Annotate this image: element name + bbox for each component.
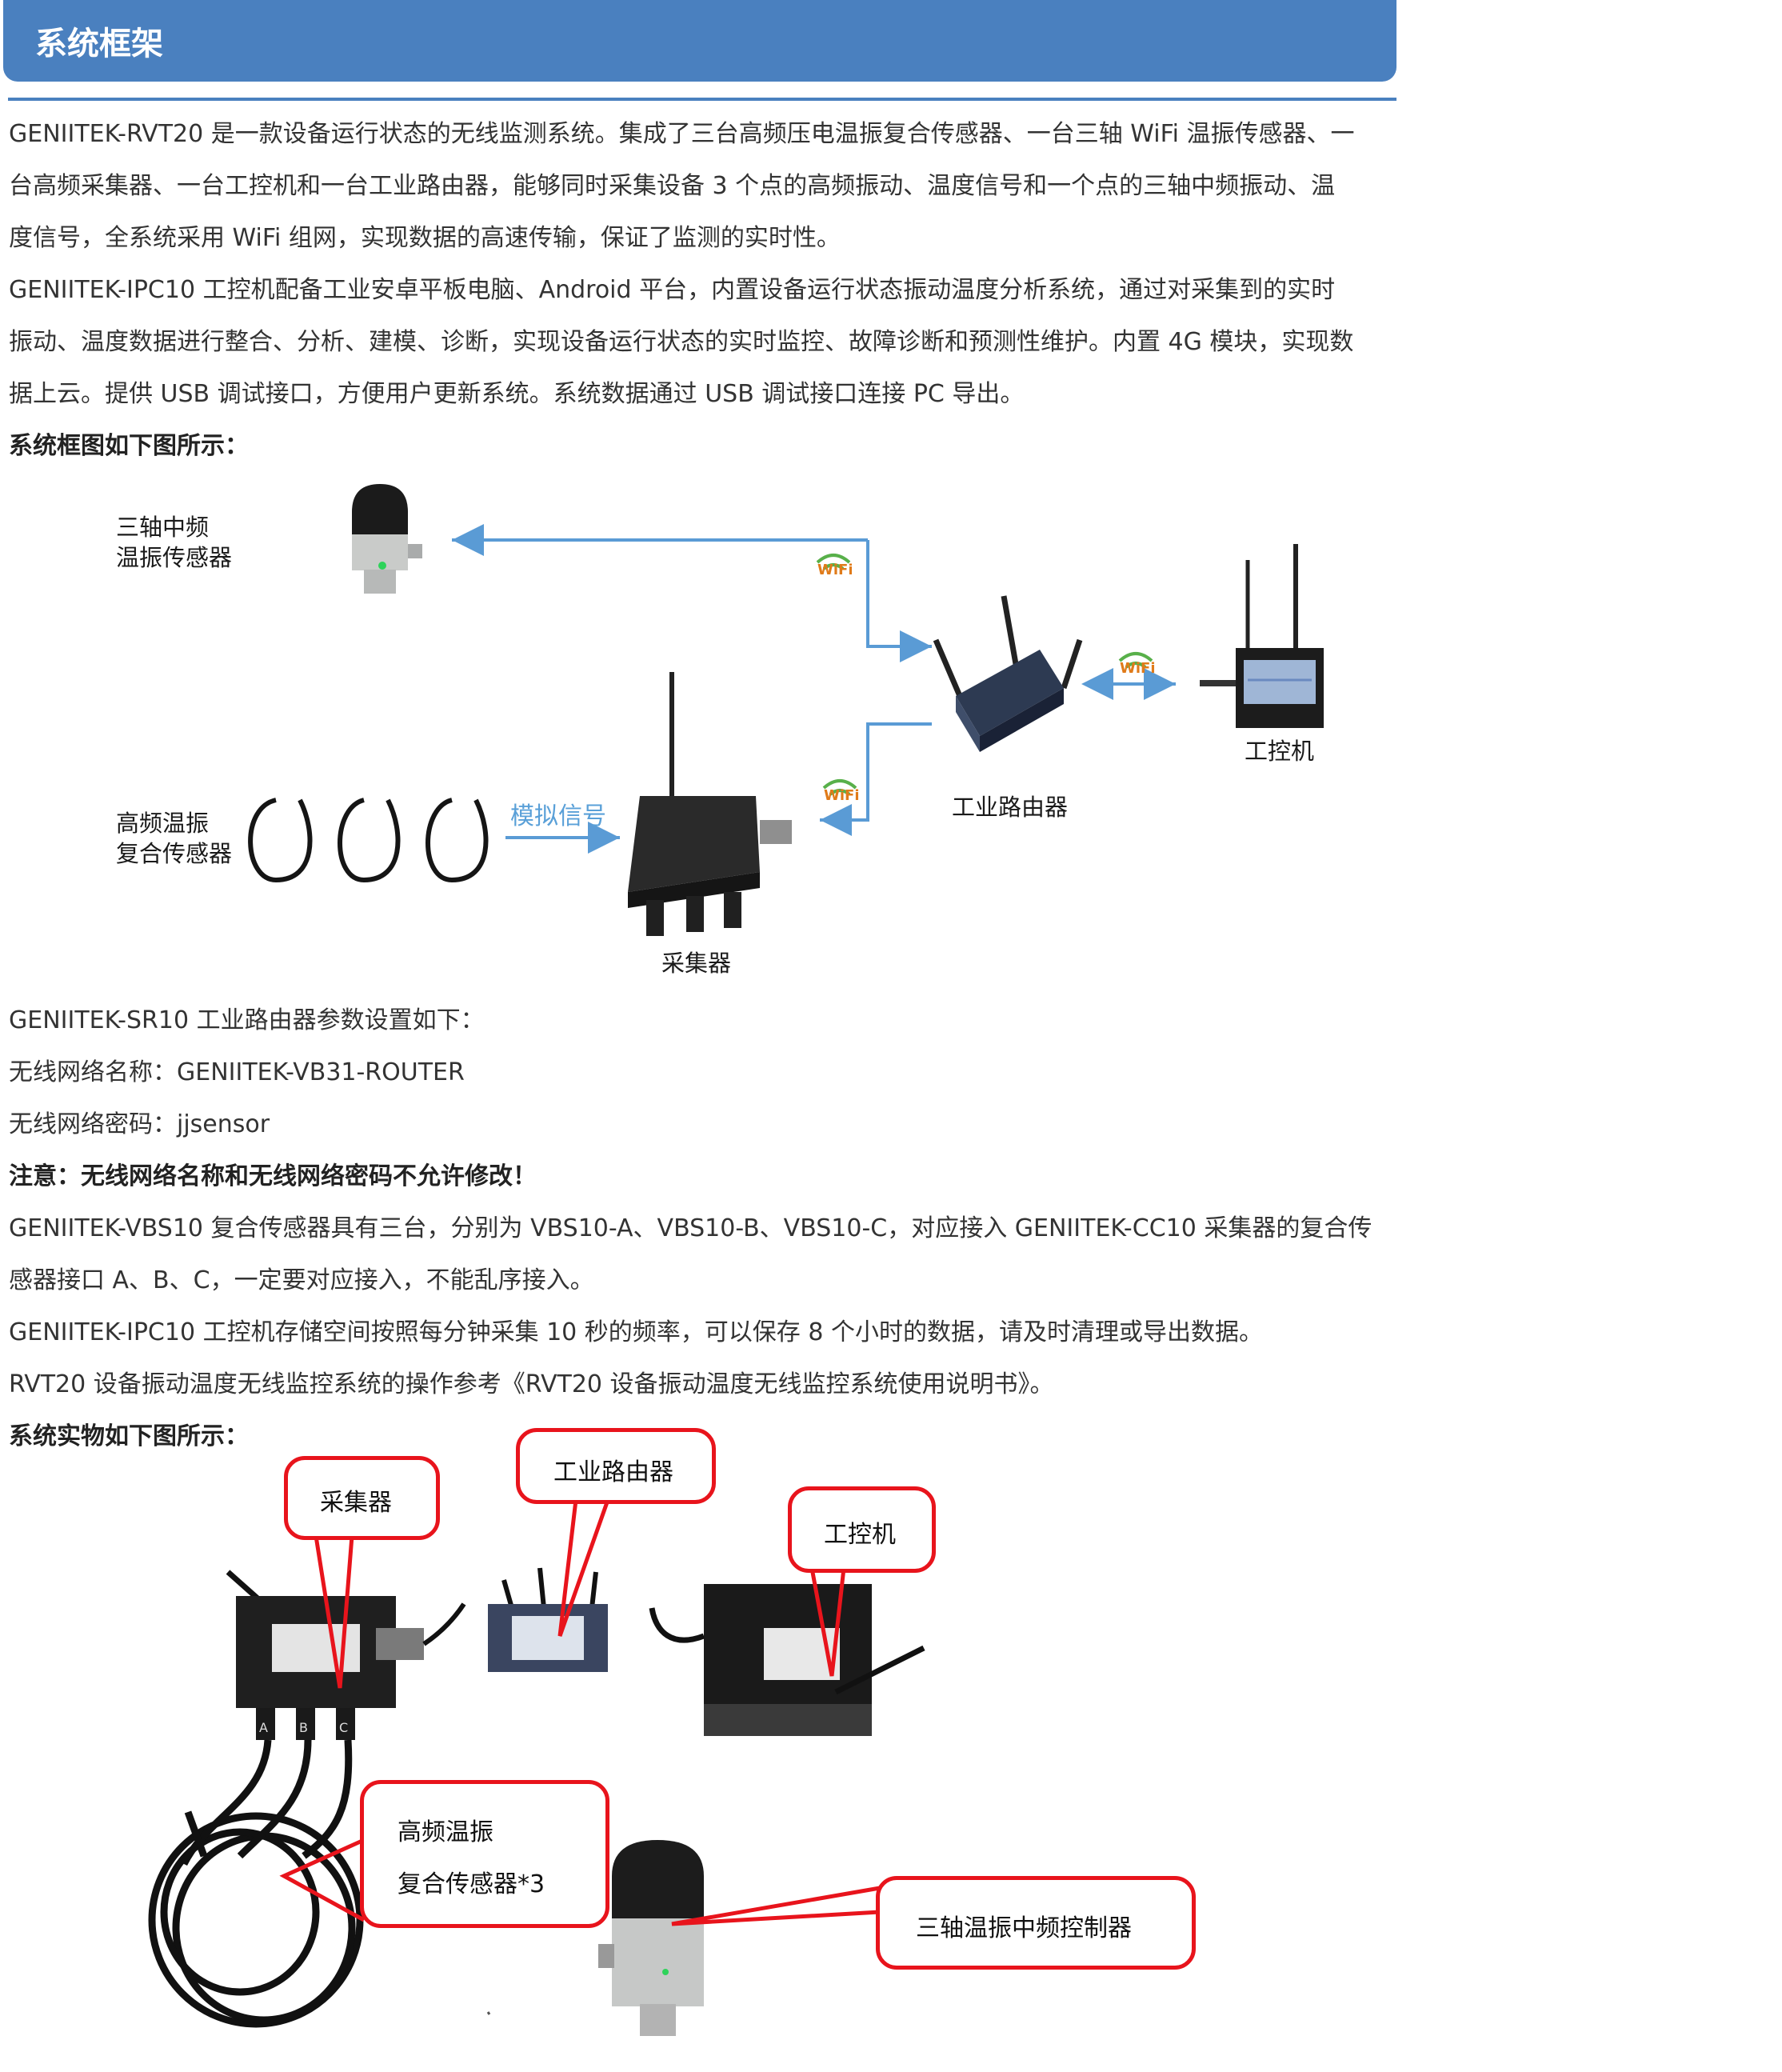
text-line: 据上云。提供 USB 调试接口，方便用户更新系统。系统数据通过 USB 调试接口… <box>9 380 1025 408</box>
triaxial-sensor-label: 三轴中频 温振传感器 <box>116 514 233 571</box>
router-image <box>933 595 1083 752</box>
wifi-badge: WiFi <box>824 787 860 804</box>
hf-sensor-label: 高频温振 复合传感器 <box>116 810 233 867</box>
collector-photo <box>226 1570 466 1740</box>
connection-arrows <box>452 524 1176 854</box>
ipc-photo <box>649 1584 925 1736</box>
wifi-password: 无线网络密码：jjsensor <box>9 1110 270 1138</box>
settings-text: GENIITEK-SR10 工业路由器参数设置如下： 无线网络名称：GENIIT… <box>9 994 1400 1462</box>
callout-ipc: 工控机 <box>788 1486 936 1573</box>
photo-heading: 系统实物如下图所示： <box>9 1422 249 1450</box>
triaxial-sensor-photo <box>598 1840 704 2036</box>
wifi-icon <box>1118 652 1153 669</box>
text-line: 振动、温度数据进行整合、分析、建模、诊断，实现设备运行状态的实时监控、故障诊断和… <box>9 328 1354 356</box>
text-line: GENIITEK-VBS10 复合传感器具有三台，分别为 VBS10-A、VBS… <box>9 1214 1372 1242</box>
router-label: 工业路由器 <box>952 794 1069 821</box>
ipc-image <box>1200 544 1324 728</box>
port-label-a: A <box>259 1720 268 1735</box>
callout-router: 工业路由器 <box>516 1428 716 1504</box>
text-line: 台高频采集器、一台工控机和一台工业路由器，能够同时采集设备 3 个点的高频振动、… <box>9 172 1336 200</box>
callout-triaxial: 三轴温振中频控制器 <box>876 1876 1196 1970</box>
wifi-badge: WiFi <box>817 562 853 578</box>
text-line: 感器接口 A、B、C，一定要对应接入，不能乱序接入。 <box>9 1266 594 1294</box>
collector-label: 采集器 <box>661 950 732 977</box>
callout-hf-sensor: 高频温振 复合传感器*3 <box>360 1780 609 1928</box>
section-title: 系统框架 <box>35 26 163 62</box>
collector-image <box>628 672 792 936</box>
hf-sensor-cables <box>248 798 489 883</box>
wifi-icon <box>816 554 851 570</box>
port-label-c: C <box>339 1720 349 1735</box>
text-line: RVT20 设备振动温度无线监控系统的操作参考《RVT20 设备振动温度无线监控… <box>9 1370 1054 1398</box>
text-line: GENIITEK-IPC10 工控机存储空间按照每分钟采集 10 秒的频率，可以… <box>9 1318 1263 1346</box>
wifi-badge: WiFi <box>1120 660 1156 677</box>
callout-pointers <box>279 1499 881 1926</box>
section-header: 系统框架 <box>3 0 1396 82</box>
callout-collector: 采集器 <box>284 1456 440 1540</box>
wifi-icon <box>822 779 857 796</box>
text-line: GENIITEK-IPC10 工控机配备工业安卓平板电脑、Android 平台，… <box>9 276 1336 304</box>
port-label-b: B <box>299 1720 308 1735</box>
settings-intro: GENIITEK-SR10 工业路由器参数设置如下： <box>9 1006 485 1034</box>
warning-text: 注意：无线网络名称和无线网络密码不允许修改！ <box>9 1162 537 1190</box>
header-divider <box>8 98 1396 101</box>
intro-text: GENIITEK-RVT20 是一款设备运行状态的无线监测系统。集成了三台高频压… <box>9 108 1400 472</box>
text-line: GENIITEK-RVT20 是一款设备运行状态的无线监测系统。集成了三台高频压… <box>9 120 1355 148</box>
hf-sensor-coil <box>148 1739 364 2028</box>
ipc-label: 工控机 <box>1245 738 1315 765</box>
triaxial-sensor-image <box>352 484 422 594</box>
router-photo <box>488 1567 608 1672</box>
analog-signal-label: 模拟信号 <box>510 802 606 830</box>
text-line: 度信号，全系统采用 WiFi 组网，实现数据的高速传输，保证了监测的实时性。 <box>9 224 841 252</box>
system-diagram <box>248 484 1324 936</box>
wifi-ssid: 无线网络名称：GENIITEK-VB31-ROUTER <box>9 1058 465 1086</box>
diagram-heading: 系统框图如下图所示： <box>9 432 249 460</box>
